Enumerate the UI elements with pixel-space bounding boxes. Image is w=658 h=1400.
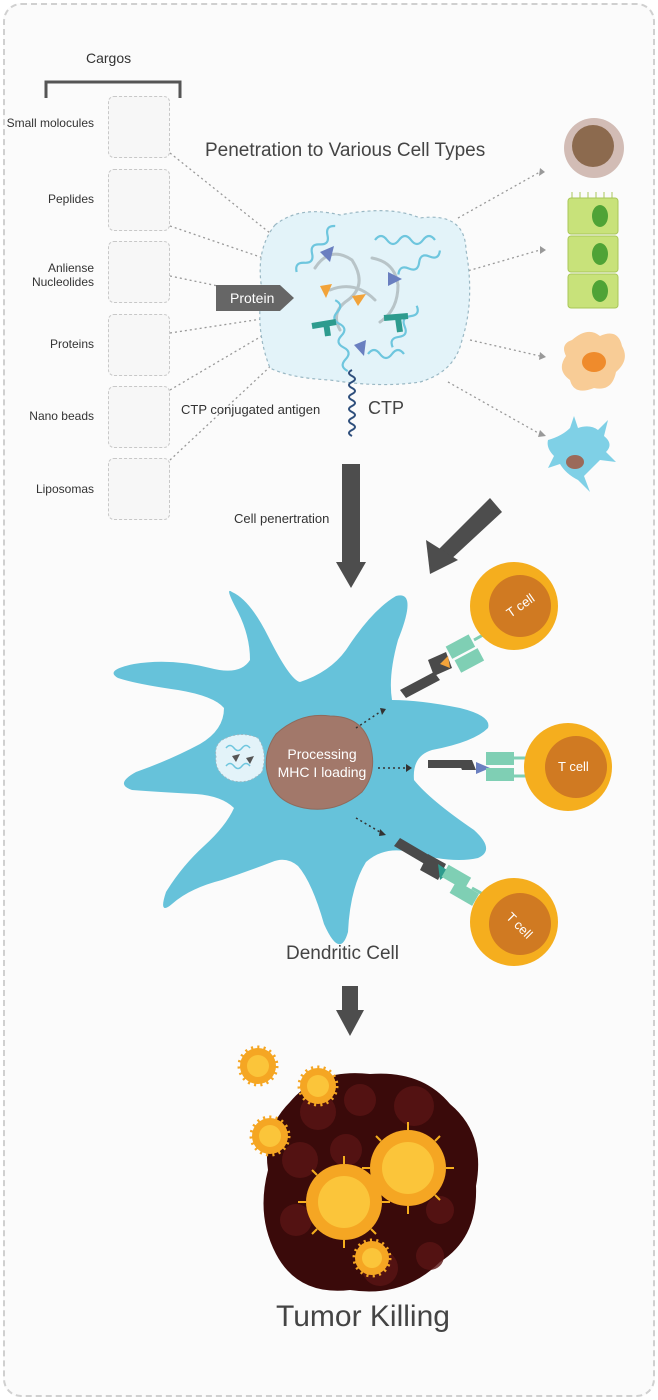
- cargo-label-antisense: Anliense Nucleolides: [31, 261, 94, 289]
- cargo-label-small-molecules: Small molocules: [6, 116, 94, 130]
- cargos-title: Cargos: [86, 50, 132, 66]
- antigen-markers: [311, 246, 409, 356]
- processing-text: Processing MHC I loading: [277, 746, 367, 780]
- target-cell-neuron: [547, 416, 616, 492]
- mhc-tcr-complex-top: [400, 628, 493, 698]
- penetration-title: Penetration to Various Cell Types: [205, 140, 486, 161]
- tumor-killing-label: Tumor Killing: [276, 1300, 450, 1333]
- dendritic-nucleus: [265, 714, 374, 810]
- cargos-bracket: [44, 80, 182, 98]
- cargo-label-nano-beads: Nano beads: [29, 409, 94, 423]
- ctp-tail: [348, 369, 356, 437]
- connector-arrowheads: [538, 168, 546, 437]
- endosome: [215, 734, 265, 783]
- mhc-tcr-complex-bottom: [394, 838, 491, 906]
- tumor-arrow: [336, 986, 364, 1036]
- mhc-tcr-complex-middle: [428, 752, 532, 781]
- target-cell-irregular: [561, 331, 625, 391]
- presentation-arrowheads: [379, 708, 412, 836]
- t-cell-bottom: [470, 878, 558, 966]
- t-cell-top: [470, 562, 558, 650]
- cargo-box-peptides: [108, 169, 170, 231]
- cargo-label-proteins: Proteins: [49, 337, 94, 351]
- ctp-conjugated-label: CTP conjugated antigen: [181, 402, 321, 417]
- cargo-box-antisense: [108, 241, 170, 303]
- cell-penetration-label: Cell penertration: [234, 511, 330, 526]
- target-cell-round: [564, 118, 624, 178]
- cargo-connectors: [169, 152, 541, 461]
- diagonal-arrow: [426, 498, 502, 574]
- cargo-label-peptides: Peplides: [47, 192, 94, 206]
- dendritic-cell-label: Dendritic Cell: [286, 943, 399, 964]
- cargo-box-nano-beads: [108, 386, 170, 448]
- ctp-label: CTP: [368, 398, 404, 418]
- cargo-label-liposomes: Liposomas: [35, 482, 94, 496]
- protein-tag: Protein: [216, 285, 294, 311]
- cargo-box-proteins: [108, 314, 170, 376]
- t-cell-middle: [524, 723, 612, 811]
- cell-penetration-arrow: [336, 464, 366, 588]
- t-cell-label-middle: T cell: [558, 759, 589, 774]
- helix-coils: [295, 224, 442, 373]
- target-cell-epithelial: [567, 192, 619, 309]
- killer-t-cells: [237, 1045, 454, 1278]
- cargo-box-small-molecules: [108, 96, 170, 158]
- cargo-box-liposomes: [108, 458, 170, 520]
- processing-label: Processing MHC I loading: [270, 745, 374, 781]
